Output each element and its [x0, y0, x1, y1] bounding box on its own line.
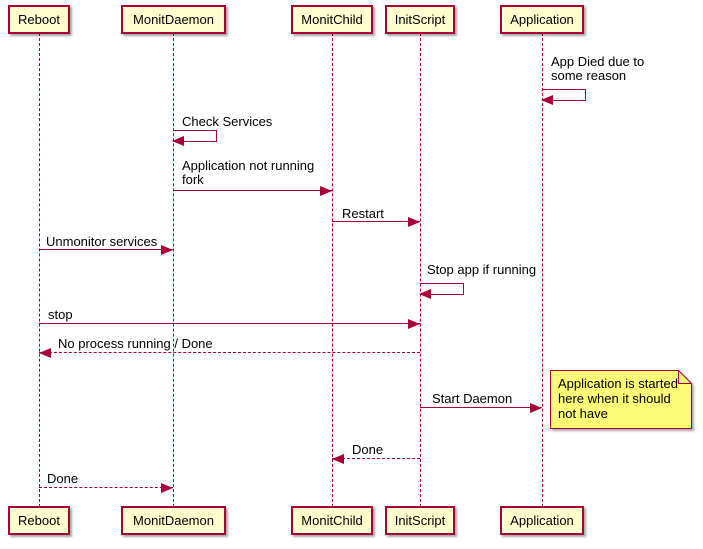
message-label: Done	[47, 471, 79, 486]
arrowhead-icon	[161, 245, 173, 255]
message-arrow	[332, 217, 420, 227]
participant-label: MonitChild	[301, 513, 363, 528]
participant-label: InitScript	[394, 513, 446, 528]
arrowhead-icon	[172, 136, 184, 146]
participant-top-reboot: Reboot	[8, 5, 70, 34]
lifeline-application	[542, 33, 543, 507]
note: Application is started here when it shou…	[550, 370, 692, 429]
participant-label: Application	[510, 513, 574, 528]
lifeline-initscript	[420, 33, 421, 507]
message-label: Done	[352, 442, 384, 457]
participant-top-application: Application	[500, 5, 584, 34]
participant-bottom-monitdaemon: MonitDaemon	[121, 506, 226, 535]
lifeline-monitchild	[332, 33, 333, 507]
message-arrow	[420, 403, 542, 413]
message-arrow	[39, 245, 173, 255]
participant-bottom-monitchild: MonitChild	[291, 506, 373, 535]
message-label: Unmonitor services	[46, 234, 158, 249]
message-label: Application not running fork	[182, 158, 315, 187]
participant-top-monitchild: MonitChild	[291, 5, 373, 34]
message-label: Stop app if running	[427, 262, 537, 277]
message-label: Check Services	[182, 114, 273, 129]
participant-label: MonitDaemon	[133, 12, 214, 27]
arrowhead-icon	[408, 319, 420, 329]
participant-bottom-application: Application	[500, 506, 584, 535]
message-label: Restart	[342, 206, 384, 221]
message-label: stop	[48, 307, 73, 322]
arrowhead-icon	[39, 348, 51, 358]
self-message-arrow	[541, 89, 586, 105]
participant-top-monitdaemon: MonitDaemon	[121, 5, 226, 34]
self-message-arrow	[419, 283, 464, 299]
participant-label: MonitDaemon	[133, 513, 214, 528]
arrowhead-icon	[541, 95, 553, 105]
participant-label: Reboot	[18, 513, 60, 528]
participant-label: Application	[510, 12, 574, 27]
participant-label: Reboot	[18, 12, 60, 27]
message-arrow	[332, 454, 420, 464]
self-message-arrow	[172, 130, 217, 146]
message-arrow	[173, 186, 332, 196]
arrowhead-icon	[320, 186, 332, 196]
participant-label: MonitChild	[301, 12, 363, 27]
participant-top-initscript: InitScript	[385, 5, 455, 34]
message-arrow	[39, 319, 420, 329]
message-label: No process running / Done	[58, 336, 213, 351]
note-shape-icon	[550, 370, 692, 429]
arrowhead-icon	[161, 483, 173, 493]
lifeline-reboot	[39, 33, 40, 507]
participant-bottom-initscript: InitScript	[385, 506, 455, 535]
arrowhead-icon	[419, 289, 431, 299]
lifeline-monitdaemon	[173, 33, 174, 507]
message-arrow	[39, 483, 173, 493]
arrowhead-icon	[332, 454, 344, 464]
message-label: Start Daemon	[432, 391, 513, 406]
arrowhead-icon	[530, 403, 542, 413]
arrowhead-icon	[408, 217, 420, 227]
participant-label: InitScript	[394, 12, 446, 27]
participant-bottom-reboot: Reboot	[8, 506, 70, 535]
message-arrow	[39, 348, 420, 358]
message-label: App Died due to some reason	[551, 54, 645, 83]
note-text: Application is started here when it shou…	[558, 376, 678, 421]
